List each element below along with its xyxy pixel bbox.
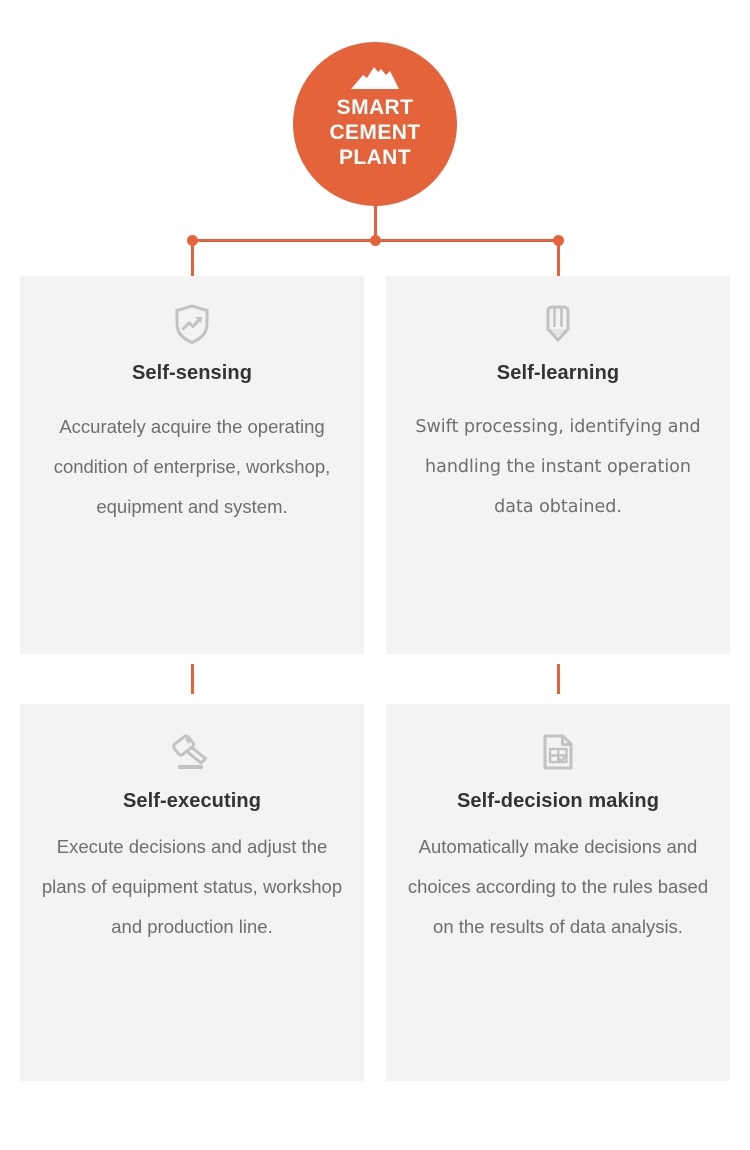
connector-hub-stem [374,206,377,236]
card-body-self-learning: Swift processing, identifying and handli… [415,417,701,517]
card-body-self-decision-making: Automatically make decisions and choices… [407,836,709,937]
hub-node-smart-cement-plant: SMART CEMENT PLANT [293,42,457,206]
card-self-executing: Self-executing Execute decisions and adj… [20,704,364,1081]
card-self-learning: Self-learning Swift processing, identify… [386,276,730,654]
connector-self-learning-to-self-decision [557,664,560,694]
hub-label: SMART CEMENT PLANT [329,95,420,170]
connector-drop-to-self-sensing [191,245,194,276]
mountain-icon [351,67,399,89]
card-title-self-sensing: Self-sensing [131,362,253,384]
gavel-icon [172,734,207,769]
document-table-check-icon [543,734,573,770]
pencil-icon [546,305,570,343]
card-title-self-decision-making: Self-decision making [456,790,660,812]
shield-trend-icon [175,304,209,345]
hub-label-line-3: PLANT [338,146,411,169]
card-self-decision-making: Self-decision making Automatically make … [386,704,730,1081]
hub-label-line-1: SMART [336,96,414,119]
card-body-self-sensing: Accurately acquire the operating conditi… [53,416,331,517]
connector-dot-right [553,235,564,246]
card-title-self-learning: Self-learning [496,362,620,384]
connector-self-sensing-to-self-executing [191,664,194,694]
card-self-sensing: Self-sensing Accurately acquire the oper… [20,276,364,654]
connector-dot-center [370,235,381,246]
card-body-self-executing: Execute decisions and adjust the plans o… [41,836,343,937]
connector-drop-to-self-learning [557,245,560,276]
card-title-self-executing: Self-executing [122,790,262,812]
connector-dot-left [187,235,198,246]
hub-label-line-2: CEMENT [329,121,421,144]
